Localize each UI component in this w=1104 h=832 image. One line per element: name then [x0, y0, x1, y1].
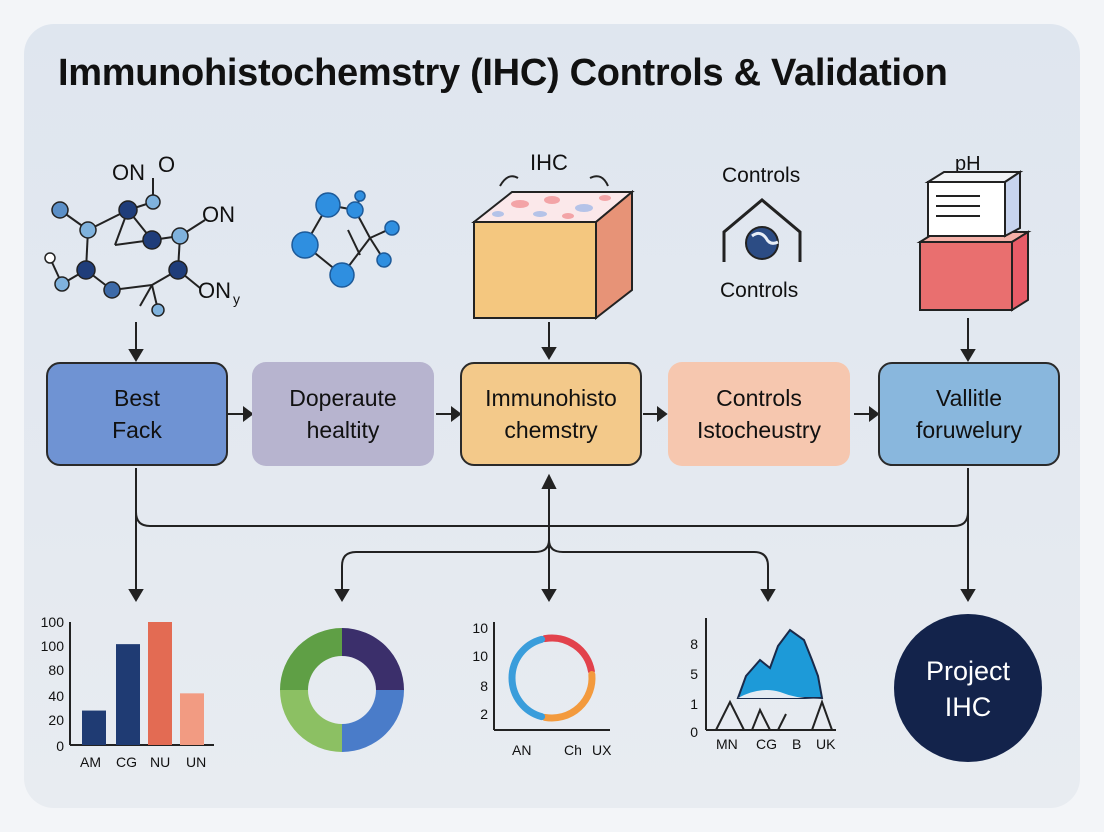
tissue-cells	[492, 195, 611, 219]
step-3-line2: chemstry	[504, 417, 598, 443]
ring-x-label: UX	[592, 742, 612, 758]
molecule-label: ON	[112, 160, 145, 185]
controls-icon-label-bottom: Controls	[720, 279, 798, 302]
area-chart-peaks	[715, 699, 833, 731]
ring-arc	[541, 634, 595, 675]
bar-y-tick: 100	[40, 638, 64, 654]
project-circle	[894, 614, 1042, 762]
molecule-label: ON	[198, 278, 231, 303]
step-4-line1: Controls	[716, 385, 802, 411]
globe-detail	[751, 231, 779, 245]
area-x-label: UK	[816, 736, 836, 752]
step-box-5: Vallitle foruwelury	[878, 362, 1060, 466]
step-1-line1: Best	[113, 385, 161, 411]
area-x-label: MN	[716, 736, 738, 752]
ring-x-label: AN	[512, 742, 532, 758]
donut-chart	[280, 628, 404, 752]
bar-y-tick: 80	[48, 662, 64, 678]
ring-arc	[508, 635, 546, 721]
lab-flask-icon	[722, 198, 802, 262]
area-y-tick: 8	[690, 636, 698, 652]
donut-slice	[280, 690, 342, 752]
molecule-atoms	[291, 190, 400, 288]
area-series-fill	[736, 628, 824, 699]
bar-am	[82, 710, 106, 745]
step-1-line2: Fack	[112, 417, 162, 443]
area-y-tick: 5	[690, 666, 698, 682]
area-y-tick: 1	[690, 696, 698, 712]
ring-arc	[541, 671, 596, 722]
ring-y-tick: 8	[480, 678, 488, 694]
connector-arrows	[128, 318, 976, 602]
ph-icon-label: pH	[955, 153, 981, 175]
area-y-tick: 0	[690, 724, 698, 740]
ring-y-tick: 10	[472, 620, 488, 636]
ring-y-tick: 2	[480, 706, 488, 722]
step-box-1: Best Fack	[46, 362, 228, 466]
bar-x-label: NU	[150, 754, 171, 770]
document-stack-icon	[916, 170, 1032, 312]
ihc-icon-label: IHC	[530, 150, 568, 175]
bar-y-tick: 20	[48, 712, 64, 728]
donut-slice	[342, 628, 404, 690]
area-series-base	[738, 690, 822, 699]
step-box-2: Doperaute healtity	[252, 362, 434, 466]
step-box-4: Controls Istocheustry	[668, 362, 850, 466]
bar-x-label: UN	[186, 754, 207, 770]
bar-un	[180, 693, 204, 745]
step-2-line2: healtity	[306, 417, 380, 443]
molecule-label: y	[233, 291, 240, 307]
area-x-label: CG	[756, 736, 777, 752]
page-title: Immunohistochemstry (IHC) Controls & Val…	[58, 52, 948, 94]
bar-x-label: AM	[80, 754, 101, 770]
molecule-label: ON	[202, 202, 235, 227]
project-label-line2: IHC	[945, 692, 992, 722]
area-chart	[705, 618, 836, 731]
step-5-line2: foruwelury	[915, 417, 1023, 443]
donut-slice	[280, 628, 342, 690]
ring-chart	[493, 622, 610, 731]
bar-y-tick: 100	[40, 614, 64, 630]
step-3-line1: Immunohisto	[485, 385, 617, 411]
tissue-block-icon	[471, 175, 635, 321]
bar-nu	[148, 622, 172, 745]
molecule-atoms	[44, 194, 189, 317]
ring-y-tick: 10	[472, 648, 488, 664]
ring-x-label: Ch	[564, 742, 582, 758]
bar-chart	[69, 622, 214, 746]
area-x-label: B	[792, 736, 802, 752]
bar-y-tick: 0	[56, 738, 64, 754]
bar-x-label: CG	[116, 754, 137, 770]
step-box-3: Immunohisto chemstry	[460, 362, 642, 466]
step-4-line2: Istocheustry	[697, 417, 821, 443]
bar-y-tick: 40	[48, 688, 64, 704]
project-label-line1: Project	[926, 656, 1011, 686]
molecule-label: O	[158, 152, 175, 177]
controls-icon-label-top: Controls	[722, 164, 800, 187]
step-5-line1: Vallitle	[935, 385, 1003, 411]
donut-slice	[342, 690, 404, 752]
bar-cg	[116, 644, 140, 745]
step-2-line1: Doperaute	[289, 385, 397, 411]
